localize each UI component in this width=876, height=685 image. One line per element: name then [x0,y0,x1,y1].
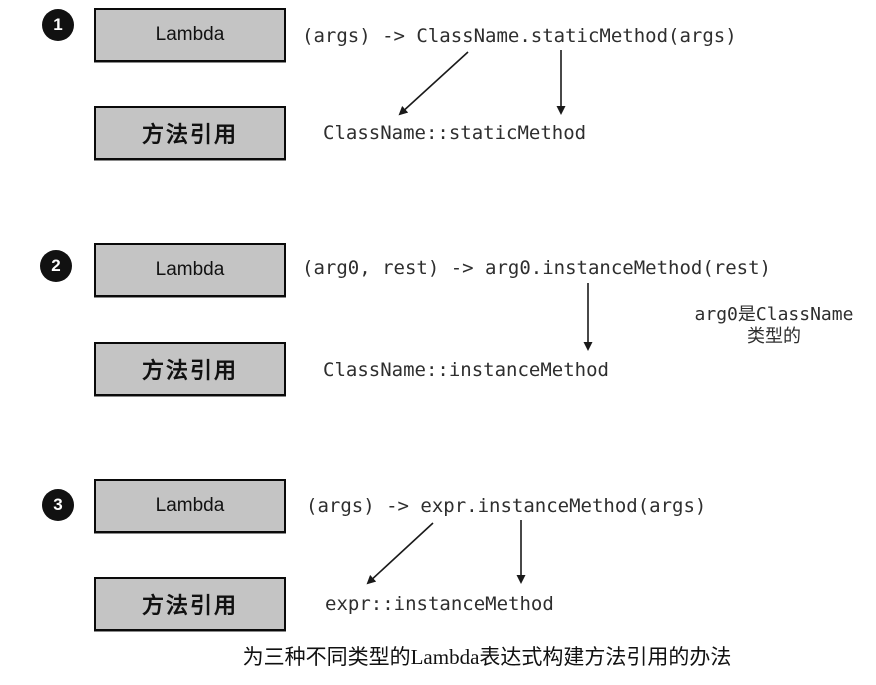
section2-note-line1: arg0是ClassName [694,304,854,325]
section3-lambda-box: Lambda [94,479,286,533]
section3-method-ref-label: 方法引用 [141,593,238,618]
section2-method-ref-code: ClassName::instanceMethod [323,359,609,381]
section2-lambda-code: (arg0, rest) -> arg0.instanceMethod(rest… [302,257,771,279]
section2-number: 2 [51,256,61,275]
section3-number-badge: 3 [42,489,74,521]
section1-lambda-label: Lambda [155,24,225,45]
section3-method-ref-box: 方法引用 [94,577,286,631]
arrow-section3-expr [366,522,434,585]
section1-method-ref-label: 方法引用 [141,122,238,147]
section1-method-ref-code: ClassName::staticMethod [323,122,587,144]
section3-lambda-code: (args) -> expr.instanceMethod(args) [306,495,707,517]
section2-note-line2: 类型的 [747,326,801,347]
section2-number-badge: 2 [40,250,72,282]
section1-number: 1 [53,15,63,34]
section3-lambda-label: Lambda [155,495,225,516]
section1-lambda-code: (args) -> ClassName.staticMethod(args) [302,25,737,47]
section3-method-ref-code: expr::instanceMethod [325,593,554,615]
section2-lambda-label: Lambda [155,259,225,280]
section1-lambda-box: Lambda [94,8,286,62]
section2-method-ref-label: 方法引用 [141,358,238,383]
diagram-caption: 为三种不同类型的Lambda表达式构建方法引用的办法 [242,645,732,669]
section2-method-ref-box: 方法引用 [94,342,286,396]
section2-lambda-box: Lambda [94,243,286,297]
section1-method-ref-box: 方法引用 [94,106,286,160]
section2-note: arg0是ClassName 类型的 [672,304,876,348]
arrow-section1-classname [398,51,469,116]
section3-number: 3 [53,495,63,514]
section1-number-badge: 1 [42,9,74,41]
